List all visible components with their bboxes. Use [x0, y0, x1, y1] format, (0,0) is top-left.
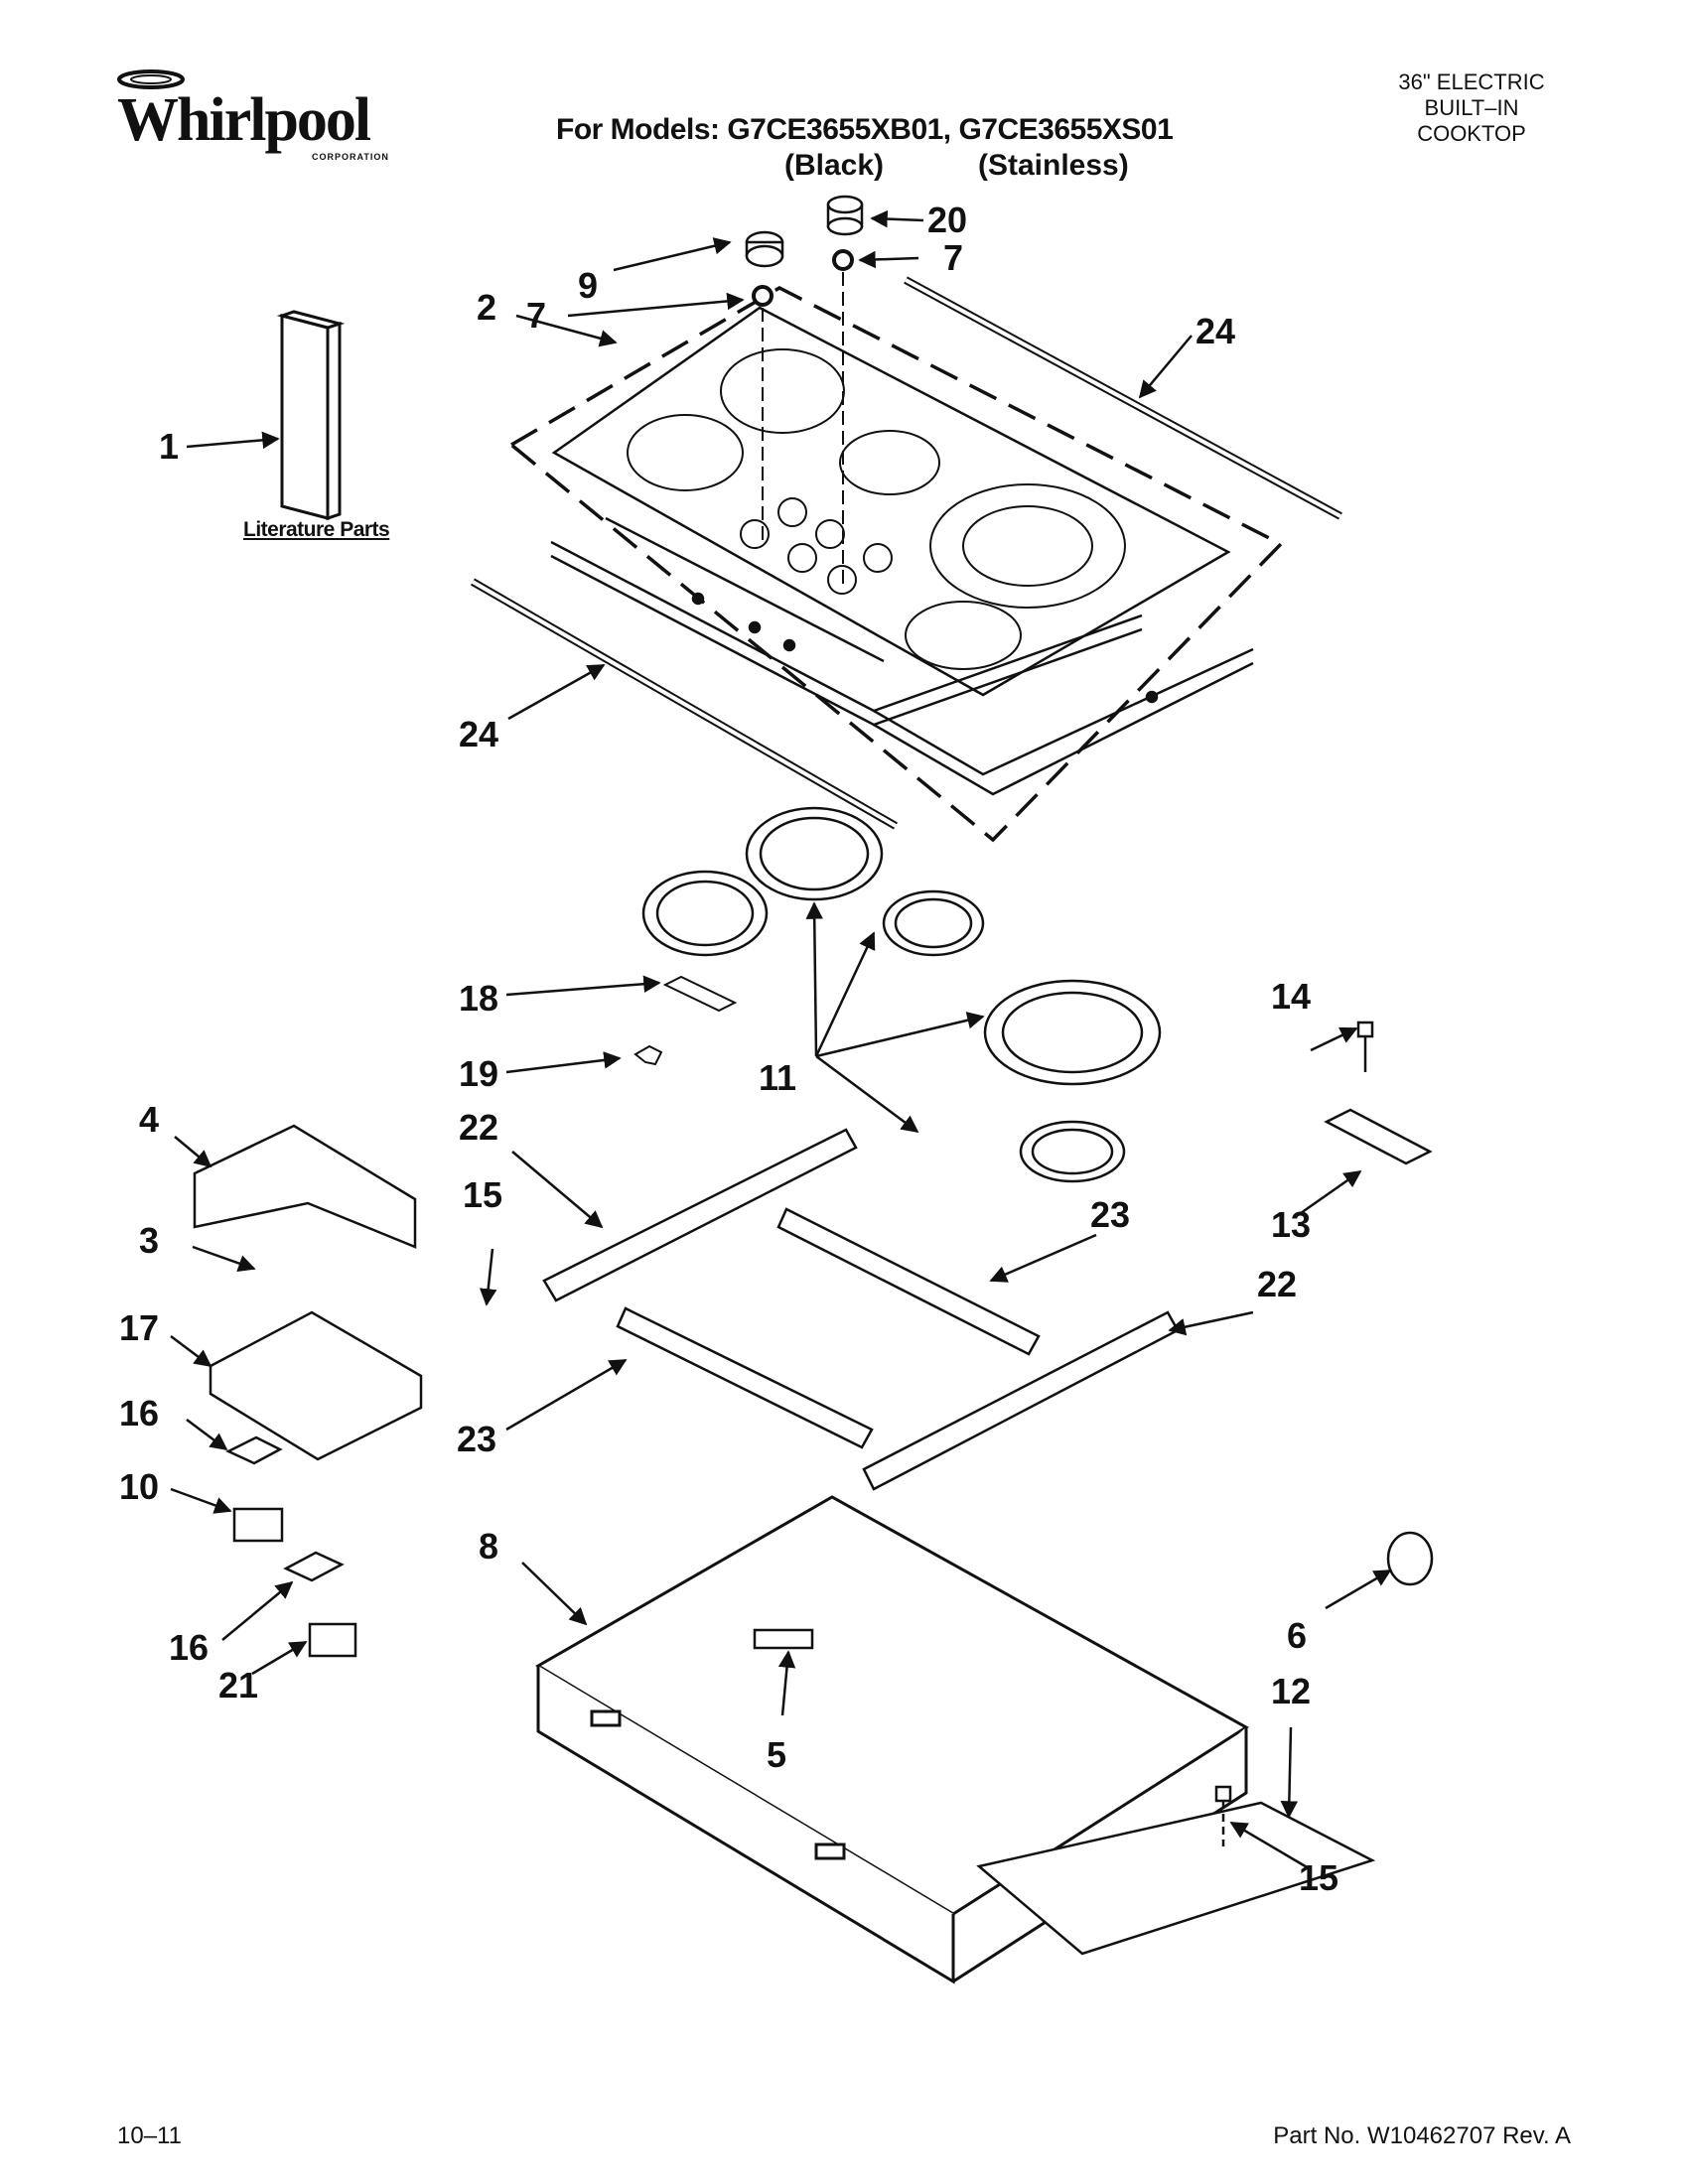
model-numbers: For Models: G7CE3655XB01, G7CE3655XS01 [556, 113, 1174, 146]
product-type: 36" ELECTRIC BUILT–IN COOKTOP [1372, 69, 1571, 147]
control-knob [745, 230, 784, 268]
callout-24a: 24 [1196, 311, 1235, 351]
whirlpool-logo: Whirlpool CORPORATION [111, 68, 409, 177]
callout-23a: 23 [1090, 1194, 1130, 1235]
brand-wordmark: Whirlpool [117, 86, 371, 154]
literature-booklet [276, 310, 346, 521]
product-line-1: 36" ELECTRIC [1398, 69, 1545, 94]
spacer-ring-right [832, 249, 854, 271]
callout-7b: 7 [943, 237, 963, 278]
product-line-3: COOKTOP [1417, 121, 1526, 146]
callout-16b: 16 [169, 1627, 209, 1668]
product-line-2: BUILT–IN [1424, 95, 1519, 120]
revision-date: 10–11 [117, 2122, 182, 2149]
callout-3: 3 [139, 1220, 159, 1261]
surface-elements [641, 806, 1162, 1183]
support-rails [542, 1128, 1180, 1491]
logo-swoosh-icon [117, 69, 185, 89]
callout-14: 14 [1271, 976, 1311, 1017]
trim-strip-front-inner [471, 580, 898, 828]
callout-numbers: 1 2 3 4 5 6 7 7 8 9 10 11 12 13 14 15 15… [119, 200, 1338, 1898]
control-brackets [193, 1124, 423, 1461]
callout-17: 17 [119, 1307, 159, 1348]
cooktop-frame [550, 516, 1254, 796]
callout-21: 21 [218, 1665, 258, 1706]
callout-8: 8 [479, 1526, 498, 1567]
part-number: Part No. W10462707 Rev. A [1273, 2122, 1571, 2149]
callout-6: 6 [1287, 1615, 1307, 1656]
callout-7a: 7 [526, 295, 546, 336]
lower-parts [753, 1531, 1434, 1956]
assembly-dashed-outline [507, 286, 1284, 843]
screw-and-bracket [1324, 1021, 1433, 1165]
spacer-ring-left [752, 285, 774, 307]
callout-15a: 15 [463, 1174, 502, 1215]
callout-1: 1 [159, 426, 179, 467]
callout-19: 19 [459, 1053, 498, 1094]
callout-11: 11 [759, 1057, 796, 1098]
trim-strip-rear-inner [905, 278, 1341, 518]
callout-22b: 22 [1257, 1264, 1297, 1304]
callout-15b: 15 [1299, 1857, 1338, 1898]
callout-10: 10 [119, 1466, 159, 1507]
insulation-strip [662, 975, 738, 1013]
callout-23b: 23 [457, 1419, 496, 1459]
brand-corporation: CORPORATION [312, 152, 389, 162]
switch-parts [225, 1435, 357, 1658]
callout-2: 2 [477, 287, 496, 328]
callout-5: 5 [767, 1734, 786, 1775]
variant-black: (Black) [784, 149, 885, 182]
callout-leaders [170, 209, 1392, 1870]
callout-9: 9 [578, 265, 598, 306]
callout-4: 4 [139, 1099, 159, 1140]
callout-13: 13 [1271, 1204, 1311, 1245]
glass-cooktop [551, 306, 1231, 697]
callout-22a: 22 [459, 1107, 498, 1148]
knob-cap [826, 195, 864, 236]
callout-16a: 16 [119, 1393, 159, 1433]
bracket-clip [633, 1044, 663, 1066]
callout-24b: 24 [459, 714, 498, 754]
callout-12: 12 [1271, 1671, 1311, 1711]
callout-20: 20 [927, 200, 967, 240]
callout-18: 18 [459, 978, 498, 1019]
variant-stainless: (Stainless) [978, 149, 1129, 182]
literature-parts-label: Literature Parts [243, 518, 390, 541]
